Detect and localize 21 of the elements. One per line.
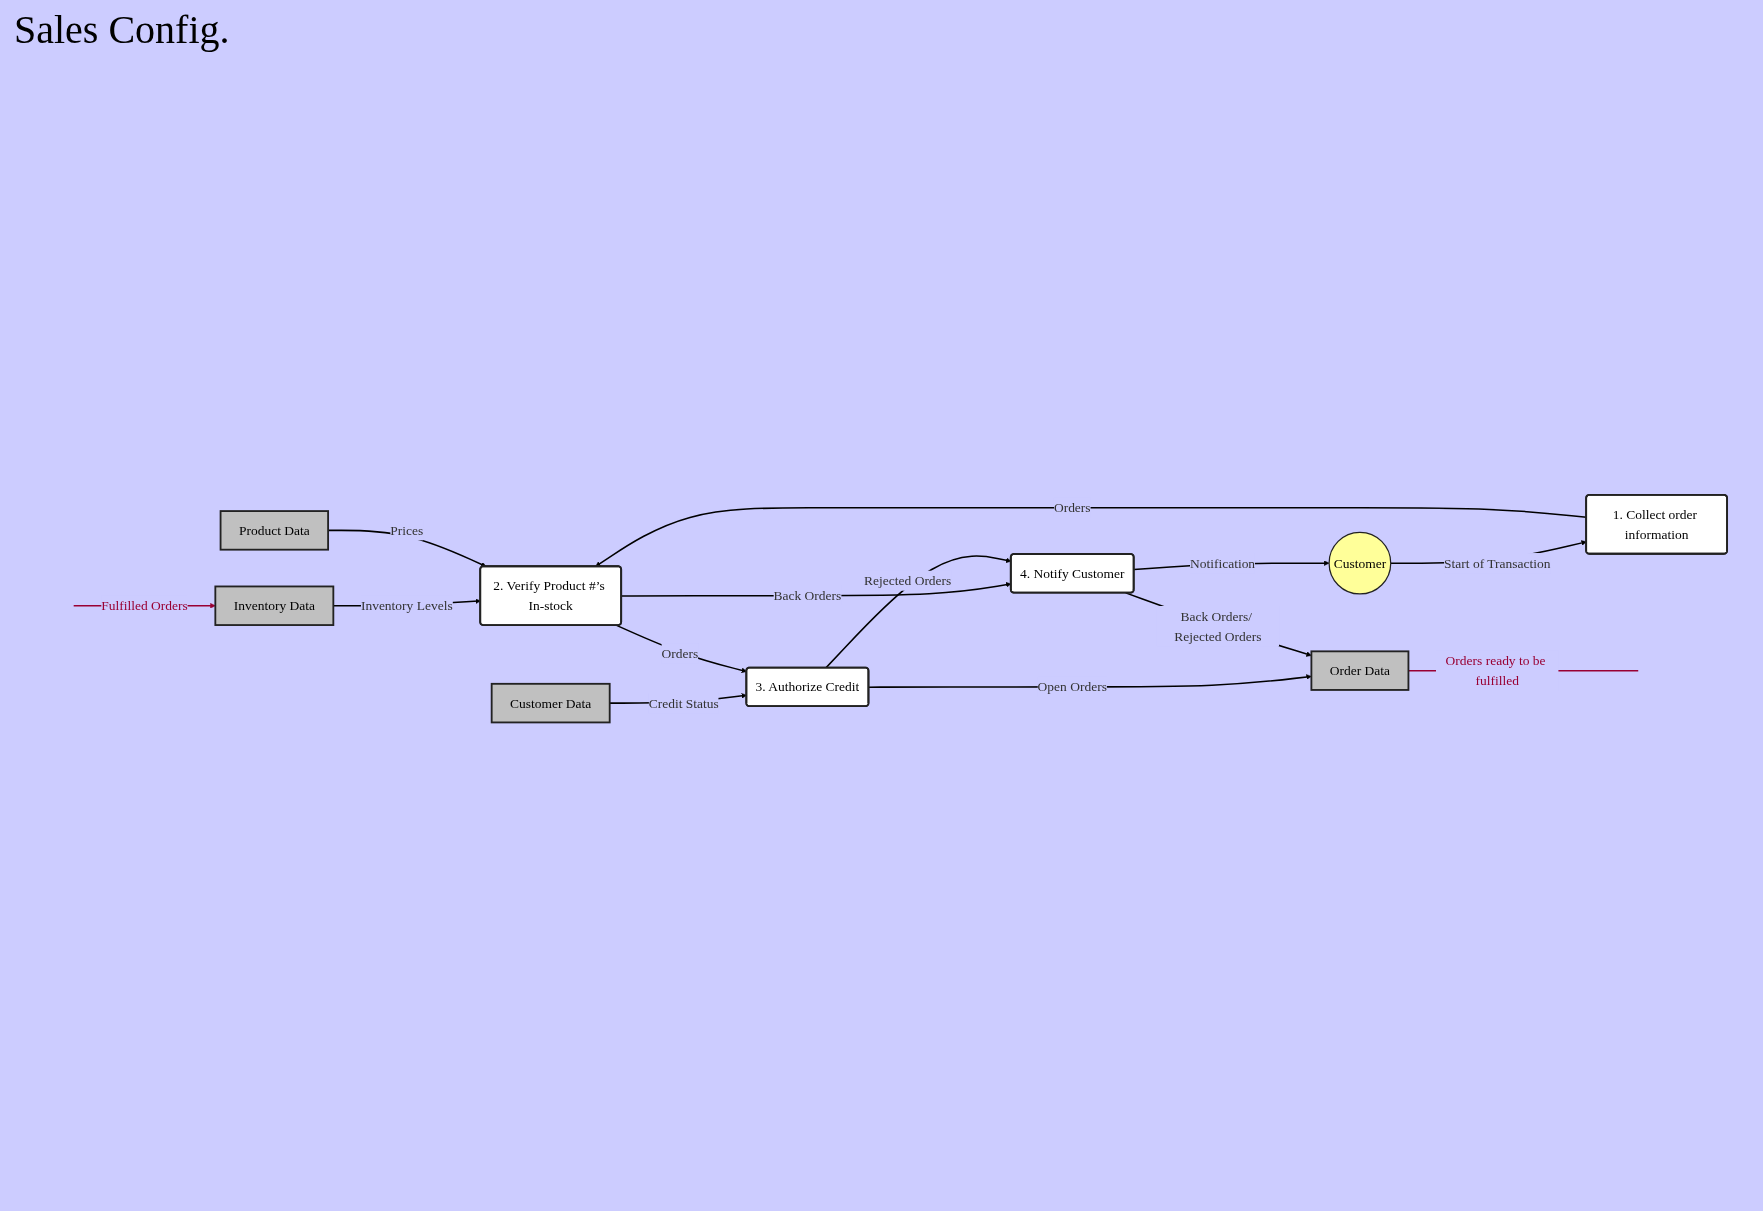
- edge-label: Open Orders: [1037, 679, 1107, 695]
- edge-label: Notification: [1189, 555, 1255, 572]
- edge-label: Start of Transaction: [1443, 555, 1550, 572]
- node-circle: Customer: [1328, 532, 1391, 595]
- node-box: Inventory Data: [213, 585, 334, 627]
- edge-label: Back Orders: [773, 588, 841, 604]
- node-box: Product Data: [219, 510, 329, 551]
- edge-label: Orders: [1053, 500, 1091, 516]
- node-box: Customer Data: [490, 683, 611, 724]
- edge-label: Credit Status: [648, 695, 719, 712]
- arrow: [824, 555, 1011, 669]
- edge-label: Inventory Levels: [360, 598, 453, 614]
- node-box: Order Data: [1309, 650, 1409, 692]
- diagram-title: Sales Config.: [13, 6, 231, 54]
- edge-label: Orders: [660, 646, 698, 662]
- edge-label: Prices: [389, 523, 423, 539]
- edge-label: Back Orders/ Rejected Orders: [1173, 608, 1261, 645]
- edge-label: Orders ready to be fulfilled: [1445, 653, 1546, 689]
- edge-label: Rejected Orders: [863, 573, 951, 589]
- arrow: [615, 624, 747, 674]
- edge-label: Fulfilled Orders: [100, 598, 188, 614]
